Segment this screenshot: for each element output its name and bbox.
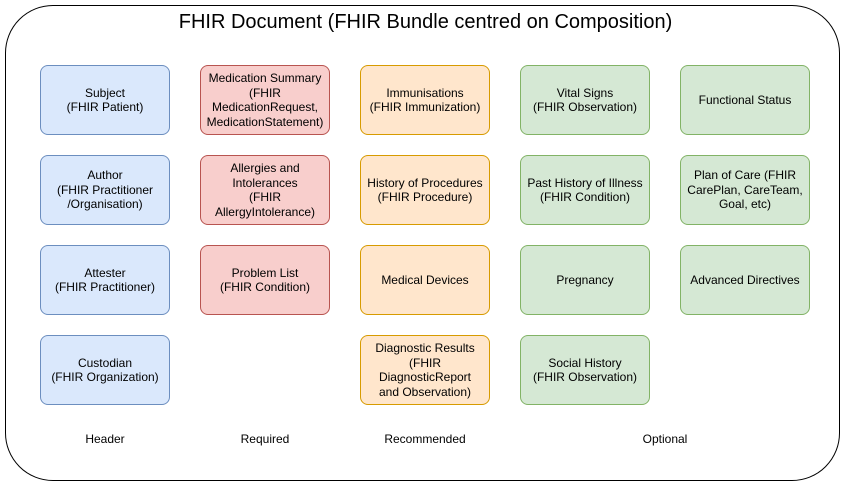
problem-list-box: Problem List (FHIR Condition) xyxy=(200,245,330,315)
diagnostic-results-box: Diagnostic Results (FHIR DiagnosticRepor… xyxy=(360,335,490,405)
medication-summary-box: Medication Summary (FHIR MedicationReque… xyxy=(200,65,330,135)
recommended-column-label: Recommended xyxy=(384,432,466,446)
optional-column-label: Optional xyxy=(642,432,688,446)
procedures-box: History of Procedures (FHIR Procedure) xyxy=(360,155,490,225)
medical-devices-box: Medical Devices xyxy=(360,245,490,315)
attester-box: Attester (FHIR Practitioner) xyxy=(40,245,170,315)
social-history-box: Social History (FHIR Observation) xyxy=(520,335,650,405)
diagram-title: FHIR Document (FHIR Bundle centred on Co… xyxy=(178,11,673,33)
pregnancy-box: Pregnancy xyxy=(520,245,650,315)
allergies-box: Allergies and Intolerances (FHIR Allergy… xyxy=(200,155,330,225)
subject-box: Subject (FHIR Patient) xyxy=(40,65,170,135)
required-column-label: Required xyxy=(240,432,290,446)
advanced-directives-box: Advanced Directives xyxy=(680,245,810,315)
plan-of-care-box: Plan of Care (FHIR CarePlan, CareTeam, G… xyxy=(680,155,810,225)
functional-status-box: Functional Status xyxy=(680,65,810,135)
vital-signs-box: Vital Signs (FHIR Observation) xyxy=(520,65,650,135)
author-box: Author (FHIR Practitioner /Organisation) xyxy=(40,155,170,225)
fhir-document-container xyxy=(5,5,840,481)
past-illness-box: Past History of Illness (FHIR Condition) xyxy=(520,155,650,225)
custodian-box: Custodian (FHIR Organization) xyxy=(40,335,170,405)
header-column-label: Header xyxy=(85,432,125,446)
immunisations-box: Immunisations (FHIR Immunization) xyxy=(360,65,490,135)
